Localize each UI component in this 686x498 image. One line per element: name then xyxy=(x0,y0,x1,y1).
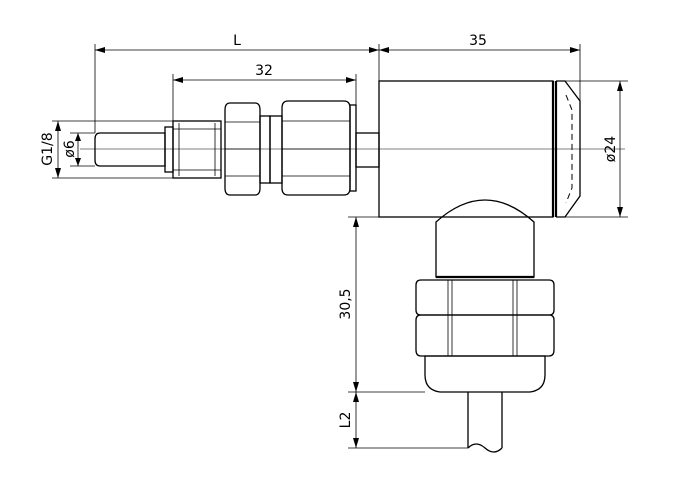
collar xyxy=(259,115,283,184)
dimension-o24: ø24 xyxy=(556,80,628,218)
dim-label-L: L xyxy=(233,33,241,49)
dim-label-L2: L2 xyxy=(338,412,354,429)
dimension-L2: L2 xyxy=(338,392,468,449)
shaft xyxy=(355,132,380,168)
dim-label-32: 32 xyxy=(255,63,273,79)
dimension-L: L xyxy=(94,33,380,133)
dim-label-30-5: 30,5 xyxy=(338,288,354,319)
gland-dome xyxy=(435,199,535,279)
dimension-g18: G1/8 xyxy=(40,120,173,179)
dimension-35: 35 xyxy=(379,33,581,101)
dim-label-g18: G1/8 xyxy=(40,132,56,165)
hex-nut-2 xyxy=(281,100,357,196)
dimension-32: 32 xyxy=(172,63,357,121)
dim-label-35: 35 xyxy=(469,33,487,49)
dim-label-o6: ø6 xyxy=(62,140,78,158)
cable-gland xyxy=(415,279,555,393)
dimension-30-5: 30,5 xyxy=(338,216,425,393)
sensor-head xyxy=(378,80,581,218)
dimension-o6: ø6 xyxy=(62,132,95,167)
probe-tip xyxy=(94,132,166,167)
thread-section xyxy=(164,120,222,179)
dim-label-o24: ø24 xyxy=(603,136,619,162)
hex-nut-1 xyxy=(224,102,261,196)
cable xyxy=(467,392,503,453)
